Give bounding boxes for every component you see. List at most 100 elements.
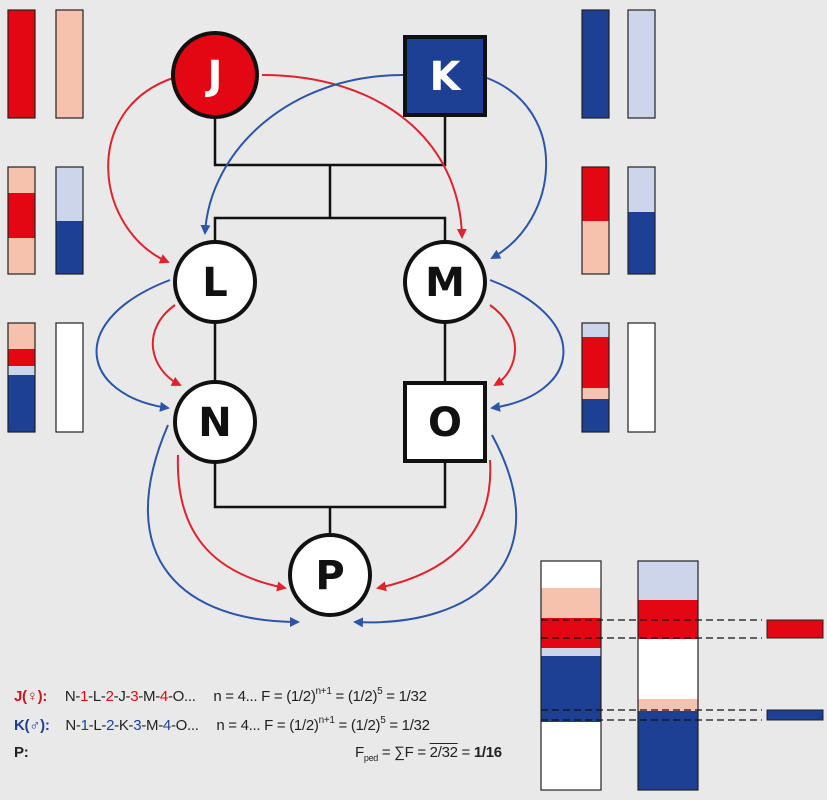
chromosomes-k [581, 9, 656, 119]
pedigree-lines [213, 110, 447, 540]
path-token: 3 [130, 688, 139, 705]
path-token: O... [175, 717, 199, 734]
arrow-k-l [200, 74, 404, 235]
path-token: L [92, 688, 101, 705]
fped-eq2: = [457, 744, 474, 761]
chromosomes-j [7, 9, 84, 119]
chromosomes-n [7, 322, 84, 433]
path-token: - [170, 717, 176, 734]
node-n-label: N [198, 400, 231, 446]
legend-f-prefix-j: F = (1/2) [261, 688, 316, 705]
path-token: - [167, 688, 173, 705]
node-p-label: P [315, 553, 344, 599]
path-token: - [100, 688, 106, 705]
legend-person-k: K(♂): [14, 717, 50, 734]
arrow-n-p [176, 454, 287, 592]
chromosomes-l [7, 166, 84, 275]
legend-row-maternal: J(♀): N-1-L-2-J-3-M-4-O... n = 4... F = … [14, 686, 427, 705]
legend-f-mid-j: = (1/2) [331, 688, 378, 705]
path-token: - [125, 688, 131, 705]
path-token: 4 [162, 717, 171, 734]
path-token: - [158, 717, 163, 734]
legend-row-p-label: P: [14, 744, 29, 761]
node-p: P [288, 533, 372, 617]
node-k: K [403, 35, 487, 117]
node-j: J [171, 31, 259, 119]
chromosome-o-1 [581, 322, 610, 433]
chromosome-n-1 [7, 322, 36, 433]
path-token: - [88, 688, 93, 705]
node-o: O [403, 381, 487, 463]
legend-f-result-k: = 1/32 [385, 717, 430, 734]
path-token: 1 [80, 717, 89, 734]
chromosome-p-2 [637, 560, 699, 791]
legend-n-j: n = 4... [213, 688, 258, 705]
path-token: 2 [106, 717, 115, 734]
path-token: L [93, 717, 102, 734]
path-token: N [65, 717, 76, 734]
line-siblings [213, 216, 447, 245]
arrow-n-p-outer [147, 424, 300, 627]
path-token: - [155, 688, 160, 705]
path-token: 4 [159, 688, 168, 705]
arrow-l-n [151, 304, 182, 386]
chromosome-o-2 [627, 322, 656, 433]
path-token: 2 [105, 688, 114, 705]
legend-f-result-j: = 1/32 [382, 688, 427, 705]
chromosome-m-1 [581, 166, 610, 275]
path-token: O... [172, 688, 196, 705]
path-token: - [128, 717, 134, 734]
path-token: M [142, 688, 156, 705]
node-l-label: L [202, 260, 228, 306]
path-token: - [113, 688, 119, 705]
arrow-j-m [261, 74, 467, 239]
ibd-segment-maternal [766, 619, 824, 639]
path-token: - [101, 717, 107, 734]
path-token: - [141, 717, 146, 734]
arrow-k-m [486, 77, 548, 259]
arrow-l-n-outer [95, 279, 171, 412]
chromosome-n-2 [55, 322, 84, 433]
path-token: M [146, 717, 159, 734]
legend-f-exp-j: n+1 [315, 686, 332, 697]
legend-fped: Fped = ∑F = 2/32 = 1/16 [355, 744, 502, 763]
path-token: - [88, 717, 94, 734]
maternal-arrows [107, 74, 516, 592]
chromosome-l-2 [55, 166, 84, 275]
legend-row-paternal: K(♂): N-1-L-2-K-3-M-4-O... n = 4... F = … [14, 715, 430, 734]
node-m: M [403, 240, 487, 324]
path-token: - [114, 717, 119, 734]
legend-f-prefix-k: F = (1/2) [264, 717, 319, 734]
legend-path-j: N-1-L-2-J-3-M-4-O... [65, 688, 196, 705]
chromosome-j-2 [55, 9, 84, 119]
path-token: J [118, 688, 126, 705]
arrow-m-o-outer [489, 279, 565, 412]
fped-sum: 2/32 [429, 744, 458, 761]
chromosome-j-1 [7, 9, 36, 119]
legend-f-mid-k: = (1/2) [334, 717, 381, 734]
arrow-o-p-outer [353, 434, 518, 628]
legend-path-k: N-1-L-2-K-3-M-4-O... [65, 717, 199, 734]
legend-f-exp2-k: 5 [380, 715, 386, 726]
node-o-label: O [428, 400, 462, 446]
chromosomes-p [540, 560, 699, 791]
legend-person-p: P: [14, 744, 29, 761]
arrow-m-o [489, 304, 516, 387]
legend-f-exp2-j: 5 [377, 686, 383, 697]
arrow-j-l [107, 77, 174, 264]
line-j-k-union [213, 110, 447, 167]
chromosome-l-1 [7, 166, 36, 275]
path-token: N [64, 688, 76, 705]
path-token: - [75, 717, 81, 734]
chromosome-p-1 [540, 560, 602, 791]
fped-label: F [355, 744, 364, 761]
path-token: - [138, 688, 143, 705]
chromosome-m-2 [627, 166, 656, 275]
path-token: K [118, 717, 129, 734]
node-k-label: K [430, 54, 463, 100]
arrow-o-p [376, 459, 492, 592]
ibd-markers [541, 619, 824, 721]
path-token: - [75, 688, 81, 705]
legend-person-j: J(♀): [14, 688, 48, 705]
